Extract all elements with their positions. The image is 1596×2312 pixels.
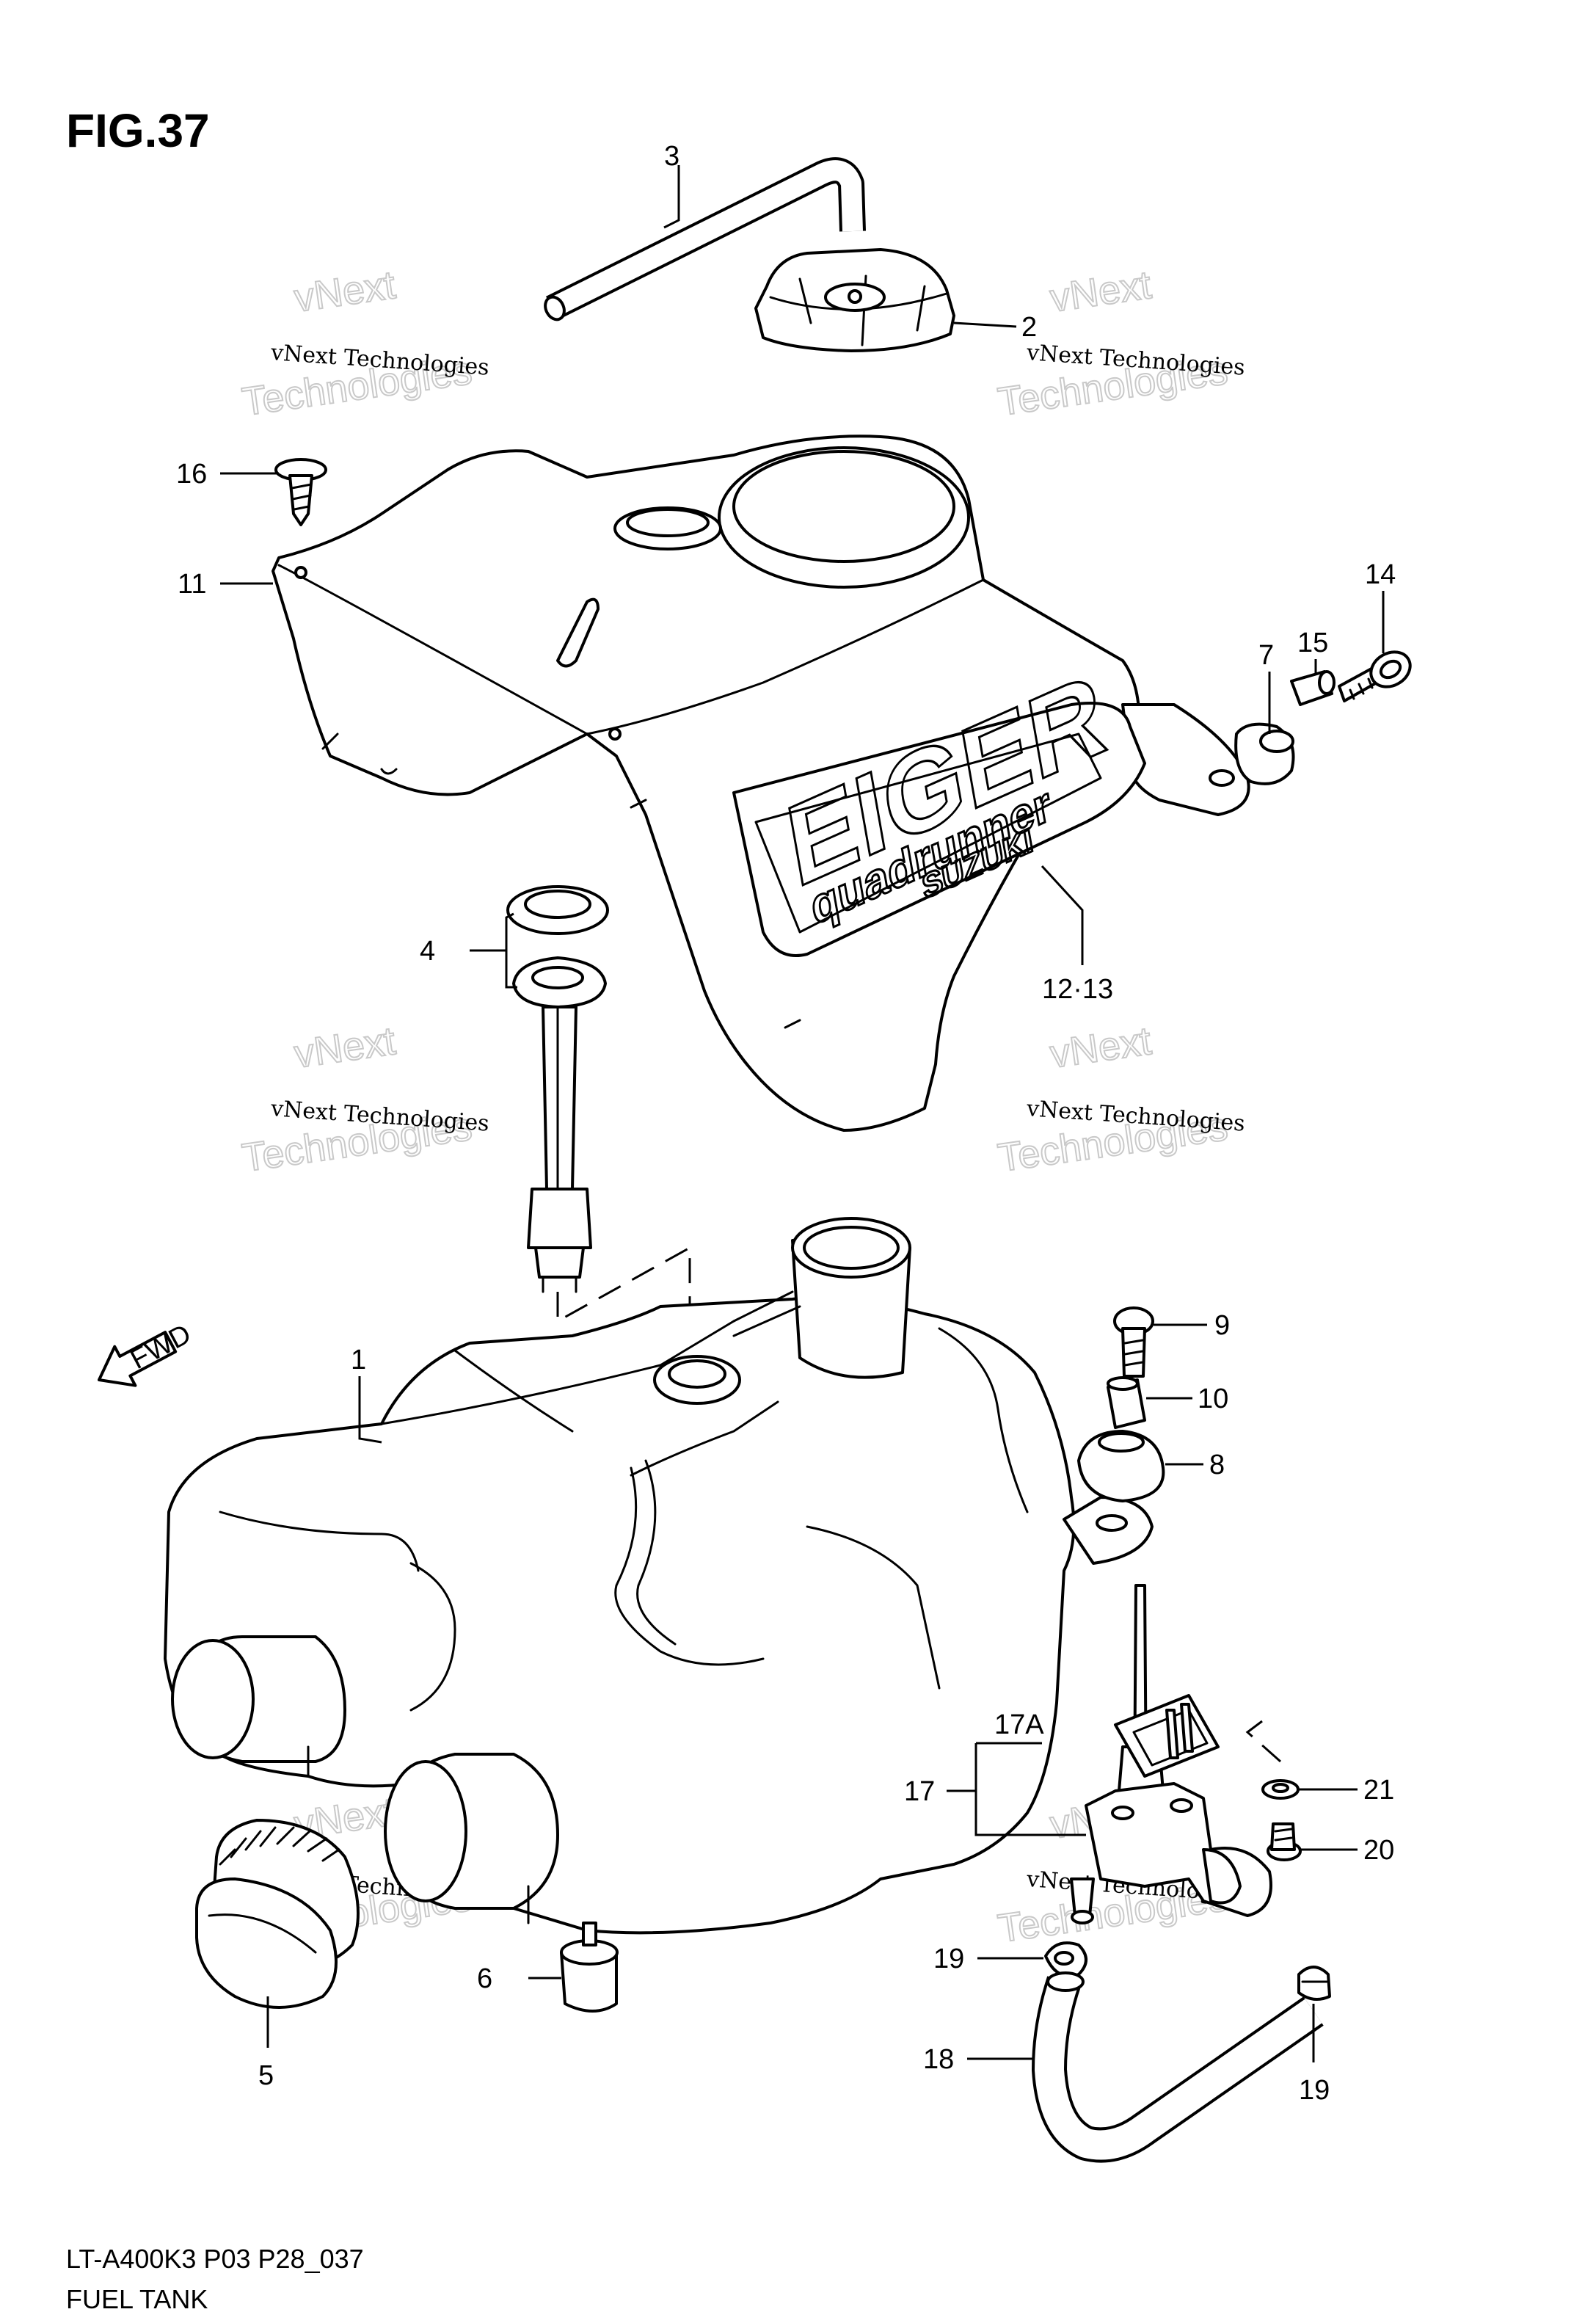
fwd-arrow-icon: FWD: [98, 1318, 196, 1387]
callout-21: 21: [1363, 1775, 1394, 1806]
leader-line-2: [953, 321, 1017, 328]
part-1-fuel-tank: [164, 1217, 1154, 1935]
callouts: 3 2 16 11 7 15 14 12·13 4 1 9 10 8 17A 1…: [176, 141, 1396, 2106]
part-21-washer: [1261, 1779, 1300, 1800]
callout-16: 16: [176, 459, 207, 490]
callout-5: 5: [258, 2060, 274, 2091]
part-6-damper: [560, 1922, 619, 2013]
part-19-clip: [1044, 1941, 1087, 1978]
callout-12-13: 12·13: [1042, 974, 1113, 1005]
callout-19-left: 19: [933, 1944, 964, 1974]
part-4-fuel-gauge: [506, 885, 609, 1293]
leader-line-3: [663, 165, 680, 229]
part-2-fuel-cap: [754, 248, 955, 352]
watermark-line2: vNext: [291, 263, 398, 321]
watermark: vNext Technologies vNext Technologies: [238, 1018, 489, 1181]
watermark-line2: vNext: [291, 1019, 398, 1077]
callout-14: 14: [1365, 559, 1396, 590]
part-5-clamp-ring: [195, 1819, 360, 2009]
watermark: vNext Technologies vNext Technologies: [994, 262, 1245, 425]
callout-1: 1: [351, 1345, 366, 1375]
part-18-fuel-hose: [1032, 1971, 1324, 2163]
callout-17: 17: [904, 1776, 935, 1807]
part-7-grommet: [1234, 722, 1295, 785]
figure-title: FIG.37: [66, 104, 210, 157]
watermark: vNext Technologies vNext Technologies: [994, 1018, 1245, 1181]
callout-7: 7: [1258, 640, 1274, 671]
callout-10: 10: [1198, 1384, 1228, 1414]
model-code: LT-A400K3 P03 P28_037: [66, 2244, 364, 2274]
leader-line-4: [470, 912, 517, 989]
part-19-clip: [1297, 1966, 1331, 2001]
part-17-fuel-cock: [1070, 1584, 1272, 1924]
part-16-screw: [274, 458, 327, 526]
part-3-breather-hose: [544, 157, 866, 321]
callout-18: 18: [923, 2044, 954, 2075]
callout-6: 6: [477, 1963, 492, 1994]
watermark-line2: vNext: [1047, 1019, 1154, 1077]
callout-2: 2: [1021, 312, 1037, 343]
callout-11: 11: [178, 569, 206, 600]
part-10-collar: [1107, 1376, 1146, 1429]
callout-4: 4: [420, 936, 435, 967]
callout-15: 15: [1297, 628, 1328, 658]
callout-19-right: 19: [1299, 2075, 1330, 2106]
assembly-guide-line: [1245, 1720, 1281, 1763]
part-15-collar: [1290, 670, 1336, 706]
callout-8: 8: [1209, 1450, 1225, 1480]
part-9-bolt: [1113, 1306, 1154, 1378]
callout-17a: 17A: [994, 1709, 1044, 1740]
fwd-arrow-label: FWD: [125, 1318, 196, 1375]
leader-line-12-13: [1041, 865, 1084, 965]
watermark-line2: vNext: [1047, 263, 1154, 321]
callout-20: 20: [1363, 1835, 1394, 1866]
callout-9: 9: [1214, 1310, 1230, 1341]
part-20-screw: [1267, 1822, 1302, 1861]
figure-caption: FUEL TANK: [66, 2284, 208, 2312]
callout-3: 3: [664, 141, 679, 172]
part-14-bolt: [1338, 650, 1412, 702]
leader-line-1: [358, 1376, 382, 1444]
watermark: vNext Technologies vNext Technologies: [238, 262, 489, 425]
leader-line-17: [947, 1743, 1086, 1836]
part-8-grommet: [1077, 1430, 1165, 1502]
part-11-tank-cover: EIGER quadrunner SUZUKI: [272, 435, 1250, 1132]
